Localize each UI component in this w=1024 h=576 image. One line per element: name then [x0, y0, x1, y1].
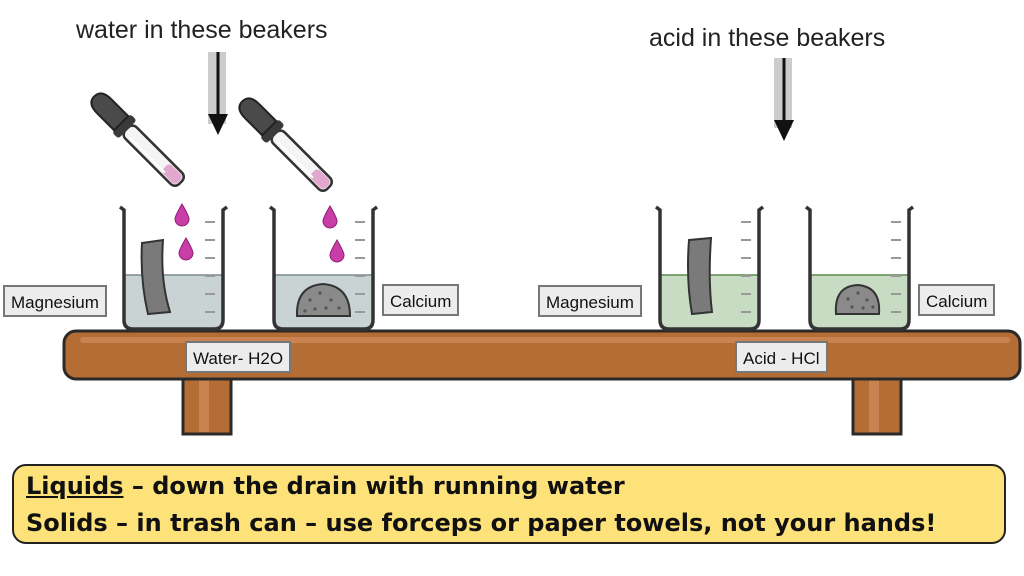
- water-beaker-calcium: [268, 205, 379, 331]
- dropper-icon: [238, 97, 334, 193]
- drop-icon: [178, 237, 194, 261]
- drop-icon: [174, 203, 190, 227]
- drop-icon: [322, 205, 338, 229]
- magnesium-acid-label: Magnesium: [538, 285, 642, 317]
- arrow-down-icon: [208, 52, 228, 135]
- calcium-acid-label: Calcium: [918, 284, 996, 316]
- calcium-lump: [295, 282, 352, 317]
- calcium-lump: [834, 283, 881, 315]
- magnesium-strip: [687, 236, 714, 316]
- acid-beaker-magnesium: [654, 205, 765, 331]
- calcium-water-label: Calcium: [382, 284, 460, 316]
- leg-highlight: [199, 378, 209, 432]
- acid-tag: Acid - HCl: [735, 341, 828, 373]
- arrow-down-icon: [774, 58, 794, 141]
- disposal-instructions: Liquids – down the drain with running wa…: [12, 464, 1006, 544]
- liquids-instruction: – down the drain with running water: [123, 472, 625, 500]
- magnesium-water-label: Magnesium: [3, 285, 107, 317]
- acid-caption: acid in these beakers: [649, 24, 886, 52]
- acid-beaker-calcium: [804, 205, 915, 331]
- water-caption: water in these beakers: [76, 16, 328, 44]
- solids-line: Solids – in trash can – use forceps or p…: [26, 509, 937, 537]
- water-beaker-magnesium: [118, 205, 229, 331]
- liquids-keyword: Liquids: [26, 472, 124, 500]
- magnesium-strip: [140, 238, 172, 316]
- dropper-icon: [90, 92, 186, 188]
- drop-icon: [329, 239, 345, 263]
- liquids-line: Liquids – down the drain with running wa…: [26, 468, 992, 505]
- water-tag: Water- H2O: [185, 341, 292, 373]
- leg-highlight: [869, 378, 879, 432]
